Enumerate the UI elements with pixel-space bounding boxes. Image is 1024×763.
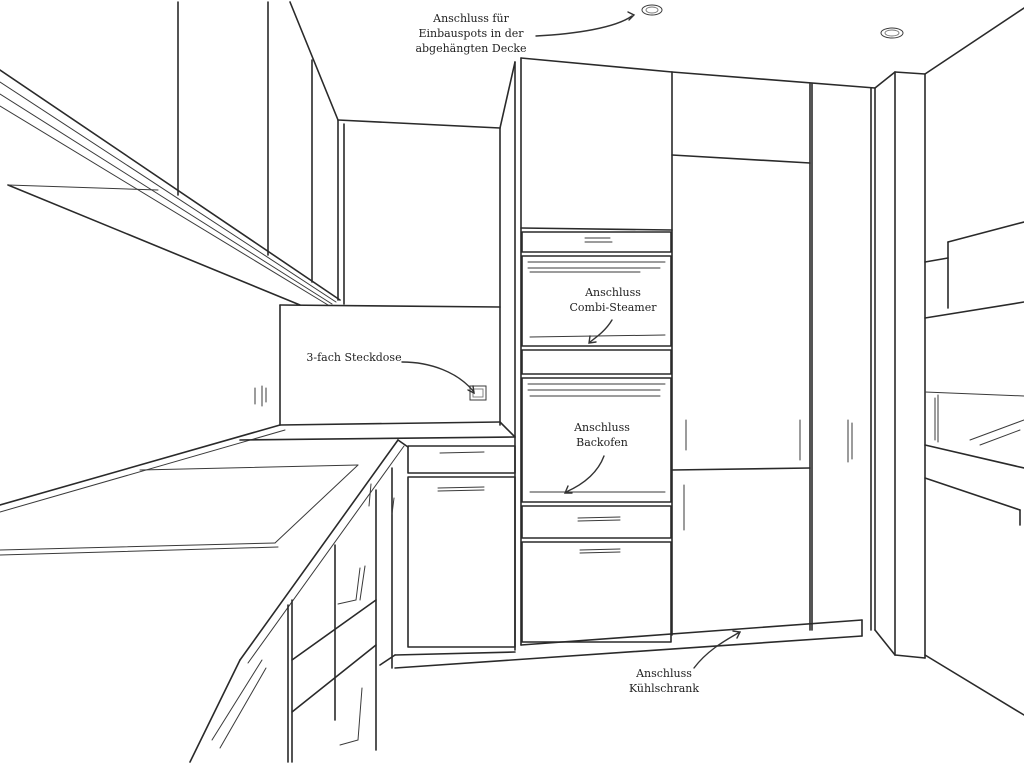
narrow-cabinet: [394, 445, 516, 656]
countertop: [0, 421, 516, 664]
combi-steamer-arrow: [589, 319, 613, 343]
base-cabinets: [189, 467, 396, 763]
socket-label: 3-fach Steckdose: [302, 350, 406, 365]
ceiling-spot-1: [641, 4, 663, 16]
back-wall: [254, 127, 501, 426]
fridge-label: Anschluss Kühlschrank: [620, 666, 708, 696]
right-wall: [874, 7, 1024, 716]
combi-steamer-label: Anschluss Combi-Steamer: [565, 285, 661, 315]
ceiling-spots-label-line1: Anschluss für: [433, 12, 509, 25]
fridge-label-line1: Anschluss: [636, 667, 692, 680]
combi-steamer-label-line1: Anschluss: [585, 286, 641, 299]
ceiling-spots-label: Anschluss für Einbauspots in der abgehän…: [412, 11, 530, 56]
oven-label: Anschluss Backofen: [560, 420, 644, 450]
combi-steamer-label-line2: Combi-Steamer: [569, 301, 657, 314]
socket-label-line1: 3-fach Steckdose: [306, 351, 402, 364]
tall-appliance-unit: [499, 57, 673, 651]
ceiling-spot-2: [880, 27, 904, 39]
fridge-arrow: [693, 631, 741, 669]
fridge-label-line2: Kühlschrank: [628, 682, 700, 695]
fridge-cabinets: [394, 71, 876, 669]
left-wall-cabinets: [0, 1, 501, 308]
ceiling-spots-arrow: [535, 15, 633, 37]
socket-arrow: [401, 361, 475, 393]
oven-label-line2: Backofen: [576, 436, 628, 449]
oven-label-line1: Anschluss: [574, 421, 630, 434]
ceiling-spots-label-line3: abgehängten Decke: [415, 42, 527, 55]
ceiling-spots-label-line2: Einbauspots in der: [418, 27, 524, 40]
socket-outlet: [469, 385, 487, 401]
oven-arrow: [565, 455, 605, 493]
